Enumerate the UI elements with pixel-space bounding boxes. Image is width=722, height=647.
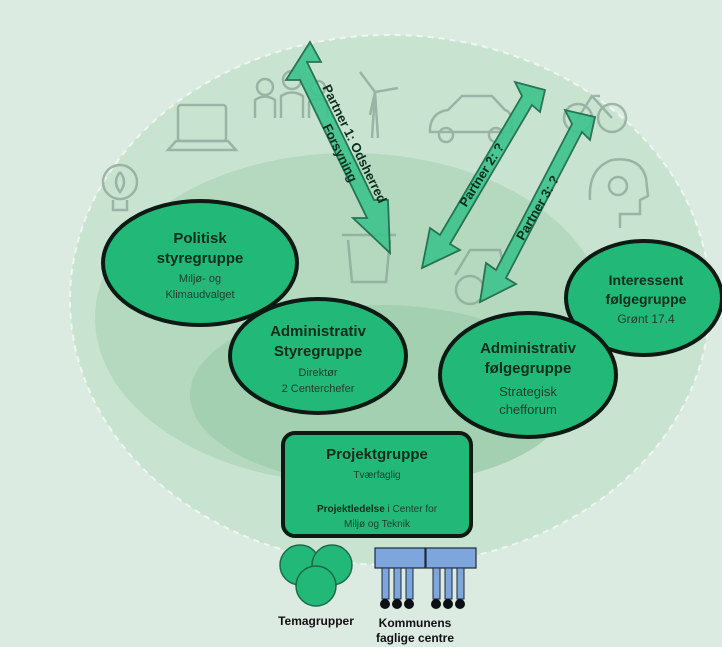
projekt-lead-line-2: Miljø og Teknik <box>344 519 411 530</box>
projekt-lead-bold: Projektledelse <box>317 504 385 515</box>
adm-styre-title-1: Administrativ <box>270 323 367 340</box>
adm-styre-title-2: Styregruppe <box>274 343 362 360</box>
interessent-title-2: følgegruppe <box>606 291 687 307</box>
politisk-sub-2: Klimaudvalget <box>165 289 234 301</box>
adm-folge-sub-1: Strategisk <box>499 384 557 399</box>
interessent-sub-1: Grønt 17.4 <box>617 312 675 326</box>
politisk-styregruppe-node: Politisk styregruppe Miljø- og Klimaudva… <box>101 199 299 327</box>
adm-folge-title-1: Administrativ <box>480 340 577 357</box>
projekt-lead-line: Projektledelse i Center for <box>317 504 438 515</box>
administrativ-styregruppe-node: Administrativ Styregruppe Direktør 2 Cen… <box>228 297 408 415</box>
projekt-lead-rest: i Center for <box>385 504 438 515</box>
interessent-title-1: Interessent <box>609 272 684 288</box>
projekt-title: Projektgruppe <box>326 446 428 463</box>
laptop-icon <box>165 103 239 152</box>
head-icon <box>588 158 650 228</box>
politisk-title-2: styregruppe <box>157 250 244 267</box>
projekt-sub: Tværfaglig <box>353 470 400 481</box>
adm-folge-title-2: følgegruppe <box>485 360 572 377</box>
adm-styre-sub-2: 2 Centerchefer <box>282 383 355 395</box>
kommunens-label-2: faglige centre <box>376 631 454 645</box>
adm-folge-sub-2: chefforum <box>499 402 557 417</box>
faglige-centre-icon <box>374 547 477 609</box>
temagrupper-icon <box>279 544 353 607</box>
administrativ-folgegruppe-node: Administrativ følgegruppe Strategisk che… <box>438 311 618 439</box>
wind-turbine-icon <box>359 71 399 139</box>
temagrupper-label: Temagrupper <box>278 614 354 628</box>
interessent-folgegruppe-node: Interessent følgegruppe Grønt 17.4 <box>564 239 722 357</box>
lightbulb-icon <box>101 163 139 212</box>
politisk-title-1: Politisk <box>173 230 227 247</box>
kommunens-label-1: Kommunens <box>379 616 452 630</box>
adm-styre-sub-1: Direktør <box>298 367 337 379</box>
projektgruppe-node: Projektgruppe Tværfaglig Projektledelse … <box>281 431 473 538</box>
politisk-sub-1: Miljø- og <box>179 273 221 285</box>
